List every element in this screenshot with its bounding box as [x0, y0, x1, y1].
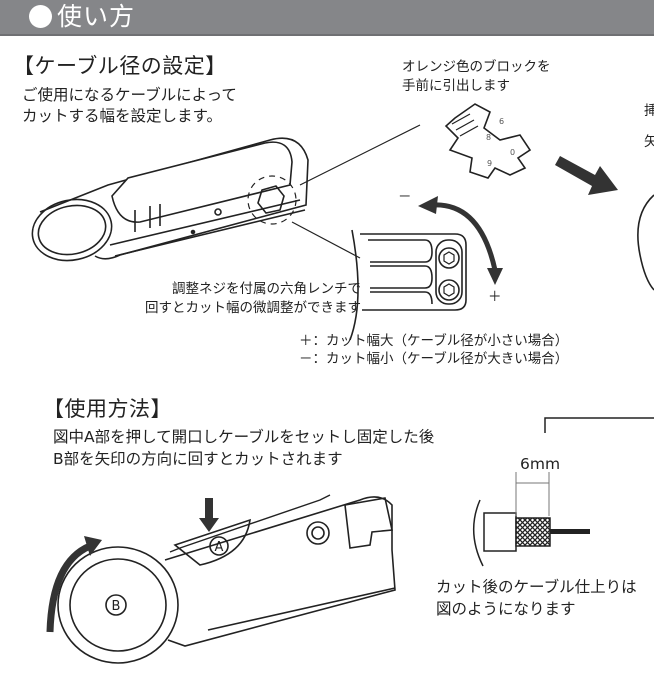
rotation-minus-label: －	[398, 189, 412, 205]
legend-plus-line: ＋：カット幅大（ケーブル径が小さい場合）	[299, 333, 569, 349]
block-number: 8	[486, 133, 491, 142]
detail-circle-partial	[637, 194, 654, 291]
cable-setting-heading: 【ケーブル径の設定】	[13, 54, 227, 78]
adjustment-plate-illustration	[349, 229, 467, 341]
adjust-note-line: 調整ネジを付属の六角レンチで	[172, 281, 361, 297]
press-arrow-icon	[199, 498, 219, 532]
cutting-block-illustration: 8 6 9 0	[444, 103, 532, 179]
cutoff-text: 矢	[644, 134, 654, 150]
block-note-line: 手前に引出します	[402, 78, 510, 94]
cutoff-text: 挿	[644, 103, 654, 119]
section-title: 使い方	[57, 2, 136, 31]
adjust-note-line: 回すとカット幅の微調整ができます	[145, 300, 361, 316]
bullet-circle-icon	[29, 5, 52, 28]
cable-setting-desc-line: カットする幅を設定します。	[22, 107, 222, 125]
part-a-marker	[209, 536, 229, 556]
block-note-line: オレンジ色のブロックを	[402, 59, 551, 75]
result-note-line: 図のようになります	[436, 600, 576, 618]
part-a-label: A	[215, 540, 224, 555]
bracket-line	[544, 417, 654, 433]
usage-desc-line: B部を矢印の方向に回すとカットされます	[53, 450, 343, 468]
part-b-label: B	[112, 599, 121, 614]
block-number: 6	[499, 117, 504, 126]
part-b-marker	[105, 594, 127, 616]
block-number: 9	[487, 159, 492, 168]
usage-desc-line: 図中A部を押して開口しケーブルをセットし固定した後	[53, 428, 435, 446]
direction-arrow-icon	[555, 156, 618, 195]
usage-heading: 【使用方法】	[43, 397, 172, 421]
section-header: 使い方	[0, 0, 654, 36]
rotation-plus-label: ＋	[488, 289, 502, 305]
cable-setting-desc-line: ご使用になるケーブルによって	[22, 86, 237, 104]
turn-arrow-icon	[46, 536, 102, 633]
dimension-label: 6mm	[520, 455, 561, 473]
block-number: 0	[510, 148, 515, 157]
stripper-tool-side-illustration	[57, 494, 396, 664]
stripped-cable-illustration	[472, 472, 590, 567]
result-note-line: カット後のケーブル仕上りは	[436, 578, 637, 596]
legend-minus-line: －：カット幅小（ケーブル径が大きい場合）	[299, 351, 569, 367]
rotation-arrow-icon	[418, 196, 503, 285]
stripper-tool-top-illustration	[31, 124, 421, 262]
